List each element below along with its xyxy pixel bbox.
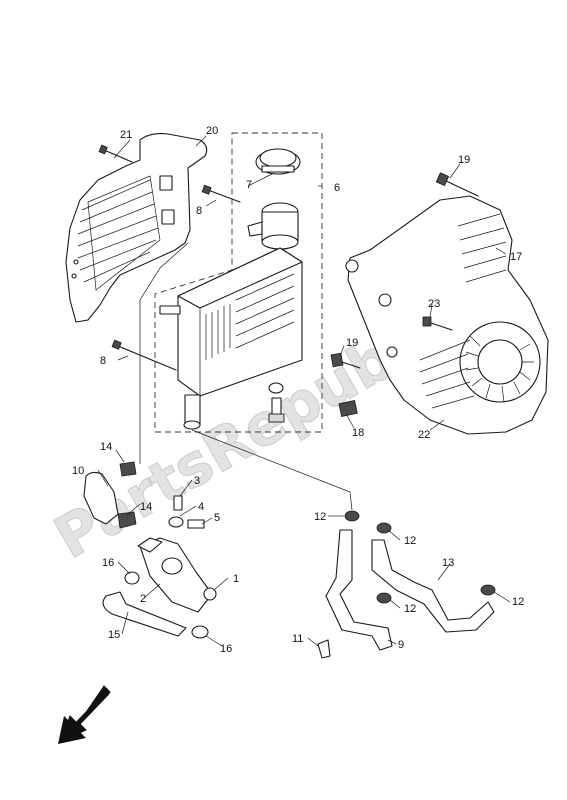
callout-3: 3 <box>194 475 200 487</box>
callout-5: 5 <box>214 512 220 524</box>
hose-clamp-12a-part <box>344 510 360 522</box>
callout-8-lower: 8 <box>100 355 106 367</box>
callout-4: 4 <box>198 501 204 513</box>
callout-18: 18 <box>352 427 364 439</box>
bolt-21-part <box>98 144 133 163</box>
bolt-8-upper-part <box>201 184 241 203</box>
clip-18-part <box>338 399 358 417</box>
callout-7: 7 <box>246 179 252 191</box>
pipe-15-part <box>102 591 187 637</box>
callout-11: 11 <box>292 633 303 645</box>
washer-4-part <box>168 516 184 528</box>
filler-neck-part <box>247 202 299 250</box>
callout-8-upper: 8 <box>196 205 202 217</box>
bolt-19-lower-part <box>330 352 361 369</box>
callout-19-upper: 19 <box>458 154 470 166</box>
water-pump-housing-part <box>137 537 217 613</box>
hose-clamp-14-upper-part <box>119 461 137 477</box>
callout-13: 13 <box>442 557 454 569</box>
callout-16-upper: 16 <box>102 557 114 569</box>
callout-12-c: 12 <box>404 603 416 615</box>
clip-11-part <box>317 639 331 659</box>
hose-clamp-12-set <box>344 510 496 604</box>
callout-22: 22 <box>418 429 430 441</box>
plug-16-upper-part <box>124 571 140 585</box>
bolt-23-part <box>422 316 453 331</box>
hose-clamp-12b-part <box>376 522 392 534</box>
callout-10: 10 <box>72 465 84 477</box>
callout-9: 9 <box>398 639 404 651</box>
callout-2: 2 <box>140 593 146 605</box>
hose-clamp-12d-part <box>480 584 496 596</box>
callout-6: 6 <box>334 182 340 194</box>
callout-14-upper: 14 <box>100 441 112 453</box>
front-arrow-icon <box>58 685 111 744</box>
hose-clamp-14-lower-part <box>117 511 137 529</box>
radiator-cap-part <box>255 148 301 175</box>
callout-17: 17 <box>510 251 522 263</box>
bolt-3-part <box>173 495 183 511</box>
callout-21: 21 <box>120 129 132 141</box>
hose-clamp-12c-part <box>376 592 392 604</box>
hose-routing-line <box>191 429 353 511</box>
hose-9-part <box>325 529 393 651</box>
callout-12-a: 12 <box>314 511 326 523</box>
callout-12-b: 12 <box>404 535 416 547</box>
plug-16-lower-part <box>191 625 209 639</box>
callout-23: 23 <box>428 298 440 310</box>
bolt-8-lower-part <box>111 339 177 371</box>
radiator-cover-part <box>65 133 208 323</box>
cover-routing-line <box>139 242 189 464</box>
callout-20: 20 <box>206 125 218 137</box>
drain-bolt-part <box>268 382 285 423</box>
hose-13-part <box>371 539 495 633</box>
bolt-5-part <box>187 519 205 529</box>
callout-12-d: 12 <box>512 596 524 608</box>
callout-19-lower: 19 <box>346 337 358 349</box>
callout-14-lower: 14 <box>140 501 152 513</box>
callout-15: 15 <box>108 629 120 641</box>
radiator-core-part <box>159 247 303 430</box>
callout-1: 1 <box>233 573 239 585</box>
callout-16-lower: 16 <box>220 643 232 655</box>
bolt-19-upper-part <box>435 172 479 197</box>
fan-shroud-part <box>345 195 549 435</box>
